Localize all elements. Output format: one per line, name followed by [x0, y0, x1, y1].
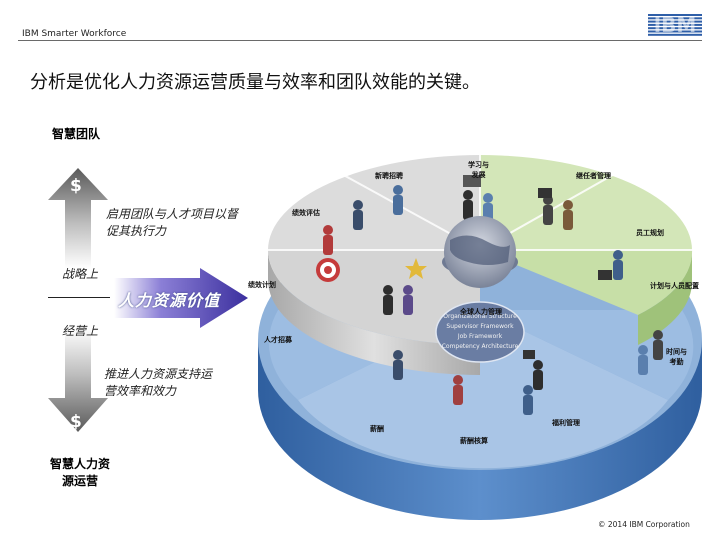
company-label: IBM Smarter Workforce: [22, 29, 127, 39]
operation-label: 经营上: [62, 324, 99, 338]
header-divider: [18, 40, 702, 41]
bubble-line-1: Organizational Structure: [443, 313, 517, 320]
label-workforce-planning: 员工规划: [636, 229, 664, 237]
bottom-description: 推进人力资源支持运 营效率和效力: [104, 367, 213, 398]
label-time-attendance: 时间与 考勤: [666, 348, 687, 366]
label-incentive-plan: 绩效计划: [248, 281, 276, 289]
copyright-text: © 2014 IBM Corporation: [598, 520, 690, 529]
hr-value-label: 人力资源价值: [118, 291, 221, 310]
svg-text:IBM: IBM: [654, 14, 697, 36]
label-planning-config: 计划与人员配置: [650, 282, 699, 290]
tier-gray-top: [268, 155, 480, 250]
label-payroll: 薪酬: [370, 425, 384, 433]
label-reporting: 薪酬核算: [460, 437, 488, 445]
up-arrow: [48, 168, 108, 268]
hr-wheel-diagram: Organizational Structure Supervisor Fram…: [258, 155, 702, 520]
dollar-bottom-icon: $: [70, 412, 82, 432]
label-benefits: 福利管理: [552, 419, 580, 427]
tier-green-lower: [480, 250, 693, 315]
label-learning: 学习与 发展: [468, 161, 489, 179]
tier-bottom-sector: [298, 310, 668, 469]
bubble-line-2: Supervisor Framework: [446, 323, 514, 330]
smart-team-heading: 智慧团队: [52, 127, 101, 141]
down-arrow: [48, 328, 108, 432]
value-arrows: [48, 168, 248, 432]
axis-line: [48, 297, 110, 298]
dollar-top-icon: $: [70, 176, 82, 196]
label-recruit: 新聘招聘: [375, 172, 403, 180]
tier-green-top: [480, 155, 692, 250]
label-global-hr: 全球人力管理: [460, 308, 502, 316]
center-bubble: Organizational Structure Supervisor Fram…: [435, 301, 525, 363]
page-title: 分析是优化人力资源运营质量与效率和团队效能的关键。: [30, 72, 480, 93]
bubble-line-3: Job Framework: [457, 333, 503, 340]
top-description: 启用团队与人才项目以督 促其执行力: [106, 207, 239, 238]
label-performance: 绩效评估: [292, 209, 320, 217]
people-figures: [316, 175, 663, 415]
label-succession: 继任者管理: [576, 172, 611, 180]
smart-hr-ops-heading: 智慧人力资 源运营: [49, 457, 110, 488]
label-talent-acquisition: 人才招募: [264, 336, 292, 344]
tier-green-side: [638, 250, 693, 345]
tier-gray-side: [268, 250, 480, 375]
ibm-logo: IBM: [648, 13, 702, 40]
strategy-label: 战略上: [62, 267, 99, 281]
bubble-line-4: Competency Architecture: [442, 343, 519, 350]
right-arrow: [114, 268, 248, 328]
